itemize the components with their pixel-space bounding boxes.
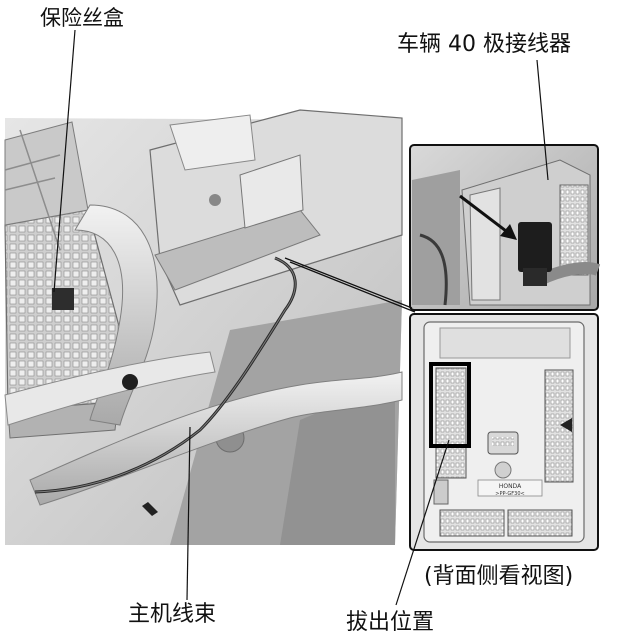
pull-position-highlight — [429, 362, 471, 448]
badge-brand: HONDA — [499, 483, 522, 490]
label-pull-position: 拔出位置 — [346, 610, 435, 635]
main-photo — [4, 109, 403, 545]
label-connector-40pin: 车辆 40 极接线器 — [397, 32, 571, 57]
module-badge — [477, 479, 543, 497]
back-view-inset: HONDA >PP-GF30< — [409, 313, 599, 551]
pull-arrow — [459, 194, 511, 236]
label-main-harness: 主机线束 — [128, 602, 217, 627]
connector-40pin — [518, 222, 552, 272]
leader-pull-position — [395, 439, 450, 606]
label-back-view: (背面侧看视图) — [424, 564, 574, 589]
badge-code: >PP-GF30< — [495, 491, 524, 497]
leader-lines — [53, 29, 549, 606]
fuse-relay — [52, 288, 74, 310]
leader-main-harness — [186, 426, 191, 601]
zoom-callout-lines — [284, 257, 416, 313]
leader-fuse-box — [53, 29, 76, 293]
leader-connector — [536, 59, 549, 181]
label-fuse-box: 保险丝盒 — [40, 6, 124, 30]
ecu-module — [149, 109, 403, 306]
connector-inset — [409, 144, 601, 311]
